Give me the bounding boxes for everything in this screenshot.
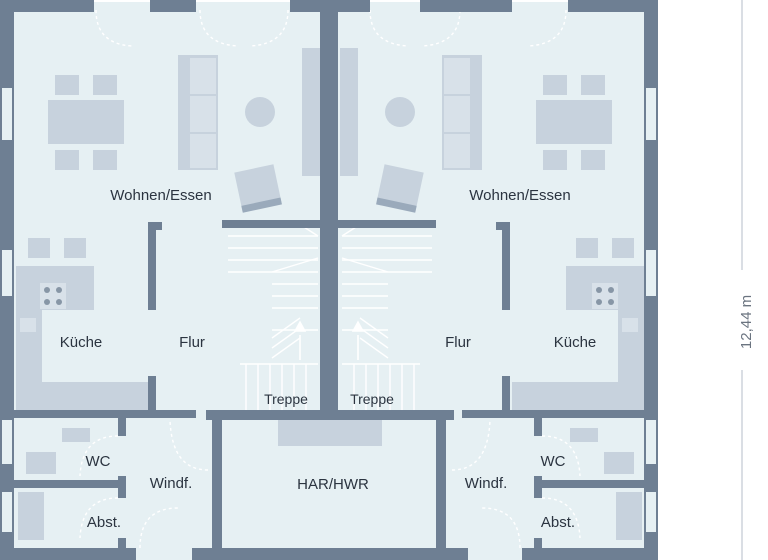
wc-fixtures-left (26, 428, 90, 474)
tv-unit-left (302, 48, 320, 176)
stairs-left (228, 221, 319, 410)
kitchen-right (512, 238, 644, 410)
dimension-depth: 12,44 m (738, 0, 755, 560)
dining-table-left (48, 75, 124, 170)
wc-fixtures-right (570, 428, 634, 474)
dining-table-right (536, 75, 612, 170)
door-swings (79, 9, 581, 549)
room-labels: Wohnen/Essen Wohnen/Essen Küche Küche Fl… (60, 187, 597, 531)
dimension-label: 12,44 m (738, 295, 755, 349)
room-label-windf-right: Windf. (465, 475, 508, 492)
room-label-abst-right: Abst. (541, 514, 575, 531)
room-label-wc-left: WC (86, 453, 111, 470)
armchair-left (234, 164, 282, 213)
kitchen-left (16, 238, 148, 410)
stairs-right (341, 221, 432, 410)
room-label-abst-left: Abst. (87, 514, 121, 531)
room-label-wohnen-right: Wohnen/Essen (469, 187, 570, 204)
room-label-kueche-left: Küche (60, 334, 103, 351)
room-label-flur-right: Flur (445, 334, 471, 351)
sofa-right (442, 55, 482, 170)
walls (0, 0, 658, 560)
room-label-treppe-right: Treppe (350, 391, 394, 407)
room-label-wc-right: WC (541, 453, 566, 470)
furniture (16, 48, 644, 540)
coffee-table-right (385, 97, 415, 127)
room-label-flur-left: Flur (179, 334, 205, 351)
armchair-right (376, 164, 424, 213)
tv-unit-right (340, 48, 358, 176)
room-label-treppe-left: Treppe (264, 391, 308, 407)
shelf-right (616, 492, 642, 540)
room-label-har-hwr: HAR/HWR (297, 476, 369, 493)
shelf-left (18, 492, 44, 540)
utility-unit (278, 420, 382, 446)
coffee-table-left (245, 97, 275, 127)
room-label-wohnen-left: Wohnen/Essen (110, 187, 211, 204)
room-label-windf-left: Windf. (150, 475, 193, 492)
sofa-left (178, 55, 218, 170)
room-label-kueche-right: Küche (554, 334, 597, 351)
